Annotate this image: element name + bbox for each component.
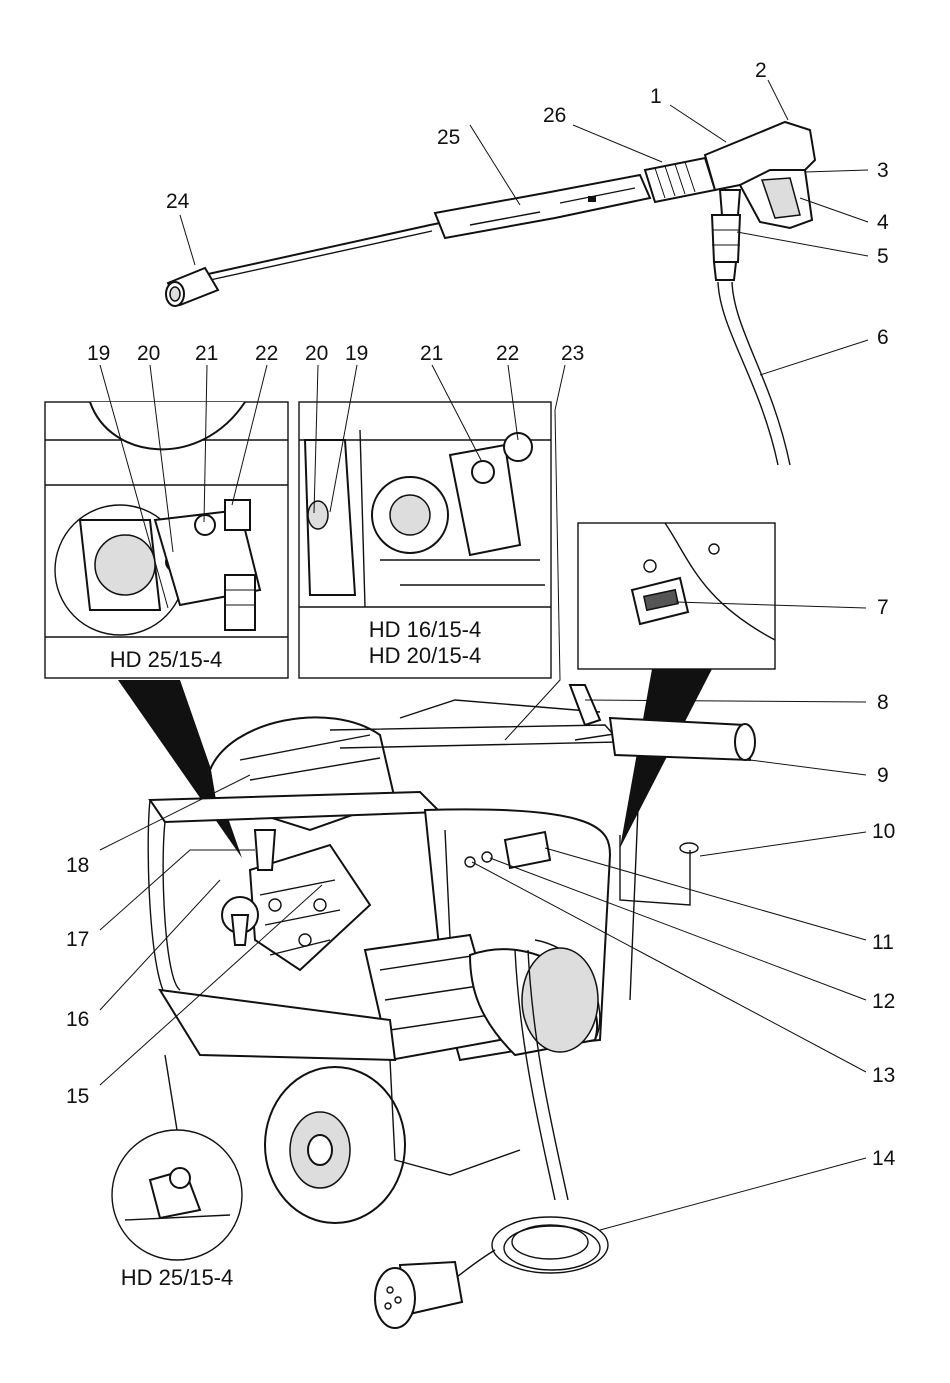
power-plug — [375, 1262, 462, 1328]
callout-2: 2 — [755, 59, 767, 82]
callout-22-left: 22 — [255, 342, 278, 365]
lance-tube — [190, 223, 440, 278]
callout-18: 18 — [66, 854, 89, 877]
inset-middle-caption-1: HD 16/15-4 — [369, 617, 482, 642]
lance-handle — [435, 175, 650, 238]
callout-8: 8 — [877, 691, 889, 714]
frame-top-left — [150, 792, 440, 822]
callout-21-left: 21 — [195, 342, 218, 365]
hose-coupling — [712, 215, 740, 280]
callout-4: 4 — [877, 211, 889, 234]
callout-11: 11 — [872, 931, 894, 954]
callout-15: 15 — [66, 1085, 89, 1108]
callout-20-middle: 20 — [305, 342, 328, 365]
callout-21-middle: 21 — [420, 342, 443, 365]
swivel-ring — [645, 158, 715, 202]
callout-12: 12 — [872, 990, 895, 1013]
wheel-front — [265, 1067, 405, 1223]
callout-19-left: 19 — [87, 342, 110, 365]
callout-16: 16 — [66, 1008, 89, 1031]
inset-middle-caption-2: HD 20/15-4 — [369, 643, 482, 668]
gun-body — [705, 122, 815, 228]
base-plate — [160, 990, 395, 1060]
callout-23: 23 — [561, 342, 584, 365]
callout-25: 25 — [437, 126, 460, 149]
inset-bottom-caption: HD 25/15-4 — [121, 1265, 234, 1290]
callout-14: 14 — [872, 1147, 896, 1170]
callout-10: 10 — [872, 820, 895, 843]
cable-hook — [620, 835, 690, 905]
callout-5: 5 — [877, 245, 889, 268]
high-pressure-hose — [718, 282, 778, 465]
pump-unit — [222, 830, 370, 970]
callout-26: 26 — [543, 104, 566, 127]
wheel-rear — [522, 948, 598, 1052]
callout-20-left: 20 — [137, 342, 160, 365]
inset-switch — [578, 523, 775, 669]
callout-13: 13 — [872, 1064, 895, 1087]
callout-6: 6 — [877, 326, 889, 349]
inset-bottom-circle — [112, 1055, 242, 1260]
push-handle — [610, 718, 750, 760]
callout-22-middle: 22 — [496, 342, 519, 365]
inset-left — [45, 402, 288, 678]
callout-3: 3 — [877, 159, 889, 182]
pressure-washer — [148, 685, 755, 1328]
callout-19-middle: 19 — [345, 342, 368, 365]
callout-1: 1 — [650, 85, 662, 108]
callout-24: 24 — [166, 190, 190, 213]
spray-gun-assembly — [166, 122, 815, 465]
callout-17: 17 — [66, 928, 89, 951]
callout-9: 9 — [877, 764, 889, 787]
callout-7: 7 — [877, 596, 889, 619]
inset-left-caption: HD 25/15-4 — [110, 647, 223, 672]
